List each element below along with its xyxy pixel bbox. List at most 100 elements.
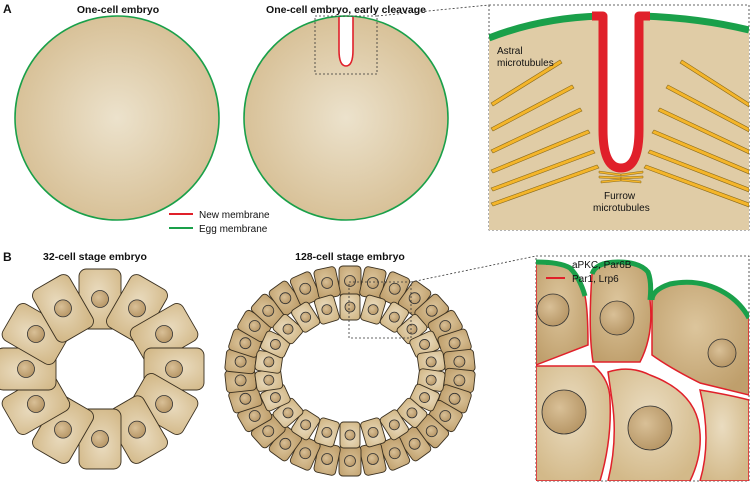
inset-b: aPKC, Par6B Par1, Lrp6 [535,255,750,482]
nucleus [367,427,379,438]
cell [291,301,321,333]
cell [106,274,168,343]
nucleus [344,429,356,441]
nucleus [366,453,379,465]
cell [339,293,361,321]
cell [416,350,446,374]
nucleus [425,425,438,438]
nucleus [155,395,173,413]
panel-a-title-left: One-cell embryo [77,4,159,16]
astral-microtubules-left [490,59,600,207]
nucleus [54,420,72,439]
nucleus [321,304,333,315]
nucleus [448,392,461,405]
nucleus [262,304,275,317]
nucleus [27,395,45,413]
astral-label-line1: Astral [497,46,523,57]
cell [313,442,341,476]
early-cleavage-embryo [243,15,449,221]
cell [379,409,409,441]
nucleus [321,427,333,438]
cell [416,368,446,392]
connector-a-top [376,4,490,17]
nucleus [17,360,35,378]
nucleus [406,323,418,335]
nucleus [344,301,356,313]
cell [338,445,362,477]
embryo-32-cell [0,268,205,470]
nucleus [91,430,109,448]
nucleus [128,420,146,439]
connector-b-top [410,255,537,283]
cell [359,442,387,476]
panel-a-letter: A [3,2,12,16]
nucleus [128,299,146,318]
legend-new-membrane: New membrane [199,210,270,221]
nucleus [408,292,421,305]
nucleus [54,299,72,318]
cell [32,274,94,343]
nucleus [425,356,437,368]
nucleus [270,392,281,403]
nucleus [448,337,461,350]
nucleus [388,419,400,431]
legend-par1-lrp6: Par1, Lrp6 [572,274,619,285]
cell [396,314,428,345]
furrow-label-line1: Furrow [604,191,636,202]
cell [237,309,273,343]
cell [313,266,341,300]
cell [398,426,432,462]
nucleus [91,290,109,308]
nucleus [366,277,379,289]
cell [409,330,440,359]
nucleus [248,320,261,332]
nucleus [248,410,261,422]
nucleus [419,392,430,403]
nucleus [388,447,401,460]
one-cell-embryo [14,15,220,221]
nucleus [406,407,418,419]
panel-b-letter: B [3,250,12,264]
nucleus [234,355,247,368]
cell [360,294,386,325]
nucleus [439,410,452,422]
cell [289,271,321,307]
cell [314,417,340,448]
nucleus [263,374,275,386]
legend-apkc-par6b: aPKC, Par6B [572,260,632,271]
cell [443,349,476,375]
cell [359,266,387,300]
nucleus [321,277,334,289]
nucleus [282,407,294,419]
nucleus [388,311,400,323]
furrow-microtubules [598,170,644,184]
nucleus [344,275,356,287]
panel-b-title-mid: 128-cell stage embryo [295,251,405,263]
cell [338,265,362,297]
zoom-box-b [348,281,412,339]
nucleus [300,419,312,431]
nucleus [419,339,430,350]
cell [360,417,386,448]
nucleus [299,282,312,295]
cell [379,435,411,471]
nucleus [388,282,401,295]
nucleus [439,320,452,332]
cell [314,294,340,325]
cell [32,395,94,464]
nucleus [270,339,281,350]
cell [272,314,304,345]
cell [254,368,284,392]
nucleus [408,437,421,450]
nucleus [425,304,438,317]
inset-a: Astral microtubules Furrow microtubules [488,4,750,231]
nucleus [425,374,437,386]
nucleus [279,292,292,305]
nucleus [239,337,252,350]
astral-label-line2: microtubules [497,58,554,69]
nucleus [453,355,466,368]
legend-a: New membrane Egg membrane [169,210,270,235]
astral-microtubules-right [643,59,749,208]
nucleus [262,425,275,438]
